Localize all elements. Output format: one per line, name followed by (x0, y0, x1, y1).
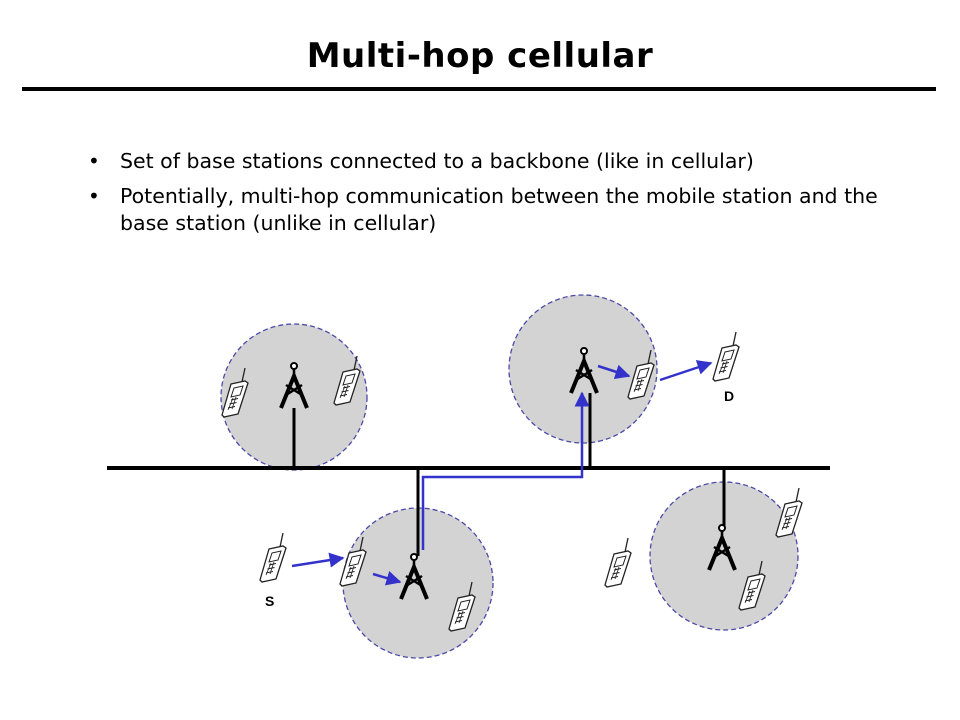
bullet-text: Potentially, multi-hop communication bet… (120, 184, 878, 235)
source-label: S (265, 593, 274, 609)
bullet-text: Set of base stations connected to a back… (120, 149, 754, 173)
hop-arrow (291, 552, 345, 568)
routing-path (421, 391, 590, 550)
hop-arrow (659, 360, 713, 382)
bullet-item: • Set of base stations connected to a bac… (84, 148, 884, 175)
title-divider (22, 87, 936, 91)
mobile-phone-icon (712, 331, 740, 382)
mobile-phone-icon (259, 532, 287, 583)
bullet-item: • Potentially, multi-hop communication be… (84, 183, 884, 237)
slide-title: Multi-hop cellular (306, 36, 654, 76)
bullet-list: • Set of base stations connected to a bac… (84, 148, 884, 245)
bullet-marker: • (88, 184, 100, 208)
hop-arrow (372, 570, 402, 586)
bullet-marker: • (88, 149, 100, 173)
mobile-phone-icon (604, 537, 632, 588)
destination-label: D (724, 388, 734, 404)
hop-arrow (597, 364, 631, 379)
